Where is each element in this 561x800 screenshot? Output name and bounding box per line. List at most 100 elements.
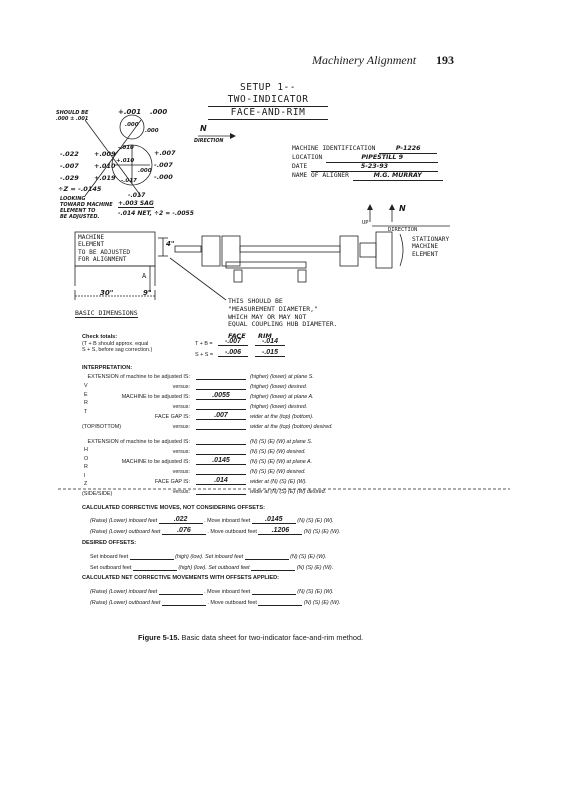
- tb-rim-value: -.014: [255, 338, 285, 346]
- machine-id-label: MACHINE IDENTIFICATION: [292, 145, 376, 152]
- note-line-2: "MEASUREMENT DIAMETER,": [228, 304, 319, 313]
- up-label: UP: [362, 220, 369, 226]
- offsets-title: DESIRED OFFSETS:: [82, 540, 137, 546]
- vert-row-1-value: [196, 372, 246, 380]
- location-label: LOCATION: [292, 154, 323, 161]
- vert-row-2-right: (higher) (lower) desired.: [250, 384, 308, 390]
- net-row-1-blank: [158, 587, 203, 595]
- net-row-2-mid: . Move outboard feet: [207, 600, 257, 606]
- vert-row-3-right: (higher) (lower) at plane A.: [250, 394, 314, 400]
- corrective-row-1-mid: . Move inboard feet: [204, 518, 251, 524]
- horiz-row-4-value: [196, 467, 246, 475]
- horiz-row-3-value: .0145: [196, 457, 246, 465]
- horiz-footer: (SIDE/SIDE): [82, 491, 113, 497]
- vert-row-1-right: (higher) (lower) at plane S.: [250, 374, 314, 380]
- corrective-row-2-mid: . Move outboard feet: [207, 529, 257, 535]
- net-row-1-right: (N) (S) (E) (W).: [297, 589, 334, 595]
- horiz-row-6-value: [196, 487, 246, 495]
- vert-row-5-right: wider at the (top) (bottom).: [250, 414, 314, 420]
- vert-row-4-label: versus:: [172, 404, 190, 410]
- vert-letter-3: R: [84, 400, 88, 406]
- net-reading: -.014 NET, ÷2 = -.0055: [118, 210, 194, 217]
- offsets-row-1-mid: (high) (low). Set inboard feet: [175, 554, 244, 560]
- circle2-reading-4: -.017: [121, 178, 137, 184]
- left-box-line-4: FOR ALIGNMENT: [78, 256, 127, 264]
- horiz-row-2-value: [196, 447, 246, 455]
- setup-line-3: FACE-AND-RIM: [208, 107, 328, 120]
- left-box-line-3: TO BE ADJUSTED: [78, 248, 131, 256]
- dimension-9: 9": [143, 289, 152, 297]
- n-label: N: [200, 124, 207, 133]
- machine-id-value: P-1226: [379, 145, 438, 154]
- horiz-letter-1: H: [84, 447, 88, 453]
- vert-row-4-right: (higher) (lower) desired.: [250, 404, 308, 410]
- offsets-row-1-blank2: [244, 552, 289, 560]
- ss-label: S + S =: [195, 352, 213, 358]
- corrective-row-1-lead: (Raise) (Lower) inboard feet: [90, 518, 158, 524]
- looking-note: LOOKING TOWARD MACHINE ELEMENT TO BE ADJ…: [60, 196, 113, 220]
- mid-reading-3: +.019: [94, 174, 116, 182]
- horiz-row-5-value: .014: [196, 477, 246, 485]
- horiz-row-3-right: (N) (S) (E) (W) at plane A.: [250, 459, 313, 465]
- vert-row-6-right: wider at the (top) (bottom) desired.: [250, 424, 333, 430]
- vert-row-6-label: versus:: [172, 424, 190, 430]
- net-row-1-mid: . Move inboard feet: [204, 589, 251, 595]
- left-box-line-2: ELEMENT: [78, 241, 105, 249]
- net-row-1-blank2: [251, 587, 296, 595]
- aligner-label: NAME OF ALIGNER: [292, 172, 349, 179]
- net-row-2-lead: (Raise) (Lower) outboard feet: [90, 600, 161, 606]
- measurement-note: THIS SHOULD BE "MEASUREMENT DIAMETER," W…: [228, 297, 338, 329]
- check-totals-label: Check totals:: [82, 334, 118, 340]
- offsets-row-1-lead: Set inboard feet: [90, 554, 129, 560]
- direction-label: DIRECTION: [388, 227, 418, 233]
- corrective-title: CALCULATED CORRECTIVE MOVES, NOT CONSIDE…: [82, 505, 265, 511]
- direction-n-label: N: [399, 204, 406, 213]
- corrective-row-2: (Raise) (Lower) outboard feet .076 . Mov…: [90, 527, 340, 535]
- left-reading-1: -.022: [60, 150, 79, 158]
- right-reading-3: -.000: [154, 173, 173, 181]
- dimension-4: 4": [166, 240, 175, 248]
- left-reading-3: -.029: [60, 174, 79, 182]
- vert-footer: (TOP/BOTTOM): [82, 424, 122, 430]
- right-reading-1: +.007: [154, 149, 176, 157]
- right-reading-2: -.007: [154, 161, 173, 169]
- offsets-row-2-lead: Set outboard feet: [90, 565, 132, 571]
- top-left-reading: +.001: [118, 108, 142, 116]
- direction-label-hand: DIRECTION: [194, 139, 224, 144]
- figure-label: Figure 5-15.: [138, 633, 180, 642]
- offsets-row-2-mid: (high) (low). Set outboard feet: [178, 565, 250, 571]
- horiz-row-2-right: (N) (S) (E) (W) desired.: [250, 449, 306, 455]
- horiz-row-1-value: [196, 437, 246, 445]
- face-header: FACE: [228, 332, 246, 340]
- vert-row-3-label: MACHINE to be adjusted IS:: [121, 394, 190, 400]
- should-be-note: SHOULD BE .000 ± .001: [56, 110, 88, 122]
- offsets-row-1: Set inboard feet (high) (low). Set inboa…: [90, 552, 327, 560]
- should-be-label: SHOULD BE: [56, 110, 89, 116]
- should-be-value: .000 ± .001: [56, 116, 89, 122]
- check-totals-line-2: S + S, before sag correction.): [82, 347, 153, 353]
- horiz-letter-4: I: [84, 472, 86, 479]
- left-machine-box: MACHINE ELEMENT TO BE ADJUSTED FOR ALIGN…: [78, 234, 130, 264]
- horiz-row-5-label: FACE GAP IS:: [155, 479, 190, 485]
- looking-line-3: ELEMENT TO: [60, 208, 96, 214]
- corrective-row-2-value: .076: [161, 527, 206, 535]
- offsets-row-1-right: (N) (S) (E) (W).: [290, 554, 327, 560]
- left-reading-2: -.007: [60, 162, 79, 170]
- ss-face-value: -.006: [218, 349, 248, 357]
- horiz-letter-2: O: [84, 455, 89, 462]
- tb-face-value: -.007: [218, 338, 248, 346]
- page-number: 193: [436, 53, 454, 67]
- offsets-row-2: Set outboard feet (high) (low). Set outb…: [90, 563, 333, 571]
- note-line-4: EQUAL COUPLING HUB DIAMETER.: [228, 320, 338, 329]
- net-title: CALCULATED NET CORRECTIVE MOVEMENTS WITH…: [82, 575, 280, 581]
- corrective-row-1: (Raise) (Lower) inboard feet .022 . Move…: [90, 516, 334, 524]
- vert-row-6-value: [196, 422, 246, 430]
- offsets-row-2-blank: [132, 563, 177, 571]
- circle2-reading-3: .000: [138, 168, 152, 174]
- vert-row-3-value: .0055: [196, 392, 246, 400]
- machine-identification: MACHINE IDENTIFICATION P-1226 LOCATION P…: [292, 145, 443, 181]
- tb-label: T + B =: [195, 341, 213, 347]
- corrective-row-1-value: .022: [158, 516, 203, 524]
- left-column-readings: -.022 -.007 -.029: [60, 148, 79, 184]
